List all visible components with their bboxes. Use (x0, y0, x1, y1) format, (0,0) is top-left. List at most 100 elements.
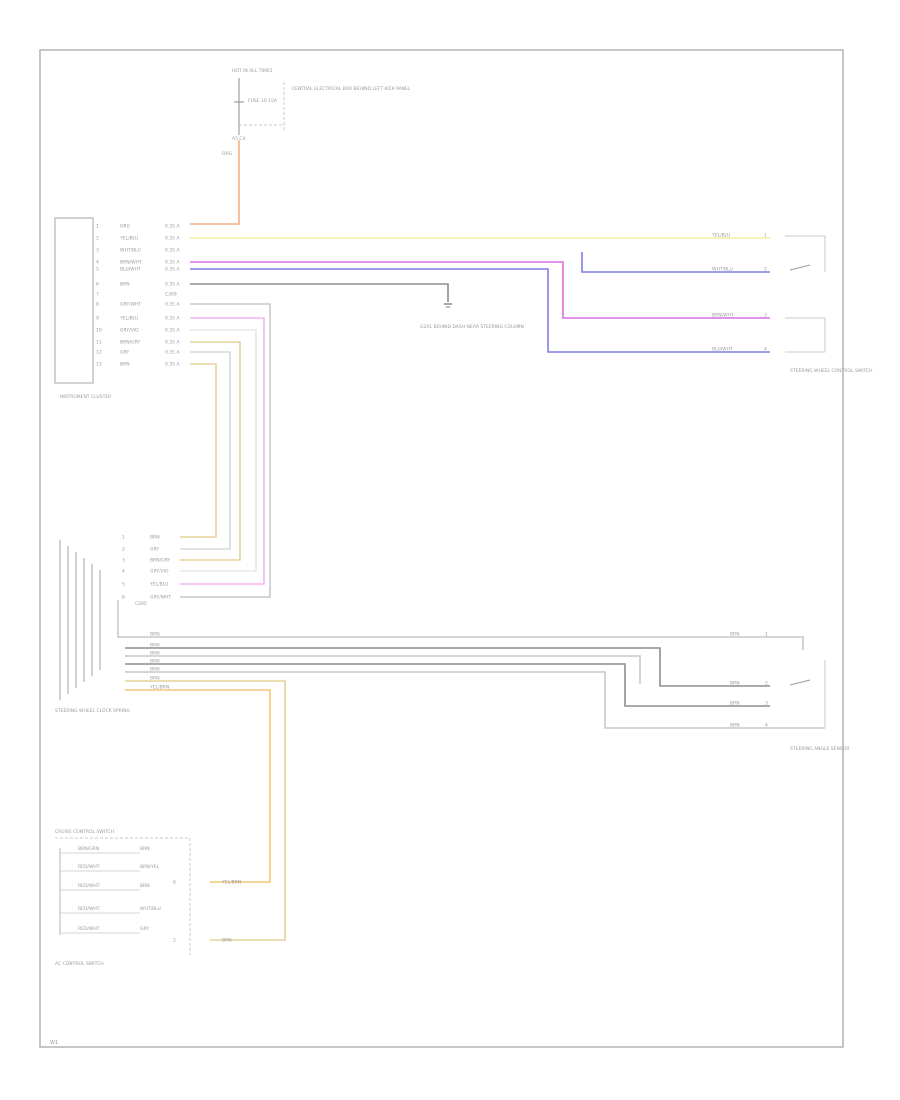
cluster-pin-color: ORG (120, 224, 131, 230)
clock-spring-label: STEERING WHEEL CLOCK SPRING (55, 708, 130, 714)
footer-label: W1 (50, 1040, 58, 1046)
fuse-side-label: CENTRAL ELECTRICAL BOX BEHIND LEFT KICK … (292, 86, 411, 92)
ac-out-color: YEL/BRN (221, 880, 241, 886)
cluster-pin-code: 0.35 A (165, 248, 180, 254)
cluster-pin-code: C309 (165, 292, 177, 298)
cluster-pin-code: 0.35 A (165, 316, 180, 322)
cluster-pin-number: 7 (96, 292, 99, 298)
right-top-pin: 2 (764, 267, 767, 273)
wire-blue (190, 268, 770, 353)
spring-pin-color: GRY/VIO (150, 569, 169, 575)
spring-pin-number: 5 (122, 582, 125, 588)
right-bottom-pin: 2 (765, 681, 768, 687)
wire-blue-2 (581, 252, 770, 273)
right-bottom-color: BRN (730, 701, 740, 707)
cluster-pin-number: 4 (96, 260, 99, 266)
cluster-label: INSTRUMENT CLUSTER (60, 394, 111, 400)
cluster-pin-color: WHT/BLU (120, 248, 141, 254)
right-top-color: BRN/WHT (712, 313, 734, 319)
fuse-connector-label: A5 C4 (232, 136, 246, 142)
spring-pin-number: 3 (122, 558, 125, 564)
wire-brown-sensor-2 (125, 647, 770, 687)
cluster-pin-code: 0.35 A (165, 340, 180, 346)
spring-lower-color: BRN (150, 659, 160, 665)
spring-lower-color: BRN (150, 676, 160, 682)
spring-pin-number: 2 (122, 547, 125, 553)
ac-row-left: RED/WHT (78, 883, 100, 889)
right-top-color: BLU/WHT (712, 347, 733, 353)
cluster-pin-code: 0.35 A (165, 302, 180, 308)
wire-brown-sensor-1 (117, 600, 804, 650)
wire-violet (190, 261, 770, 319)
right-bottom-color: BRN (730, 681, 740, 687)
spring-pin-number: 6 (122, 595, 125, 601)
cluster-pin-color: GRY/VIO (120, 328, 139, 334)
spring-pin-color: GRY (150, 547, 159, 553)
wire-brown-sensor-4 (125, 663, 770, 707)
wire-gray-ground (190, 283, 449, 302)
fuse-wire-label: ORG (222, 151, 233, 157)
cluster-pin-color: YEL/BLU (119, 316, 138, 322)
right-bottom-pin: 1 (765, 632, 768, 638)
fuse-top-label: HOT IN ALL TIMES (232, 68, 273, 74)
spring-lower-color: BRN (150, 667, 160, 673)
ac-row-right: WHT/BLU (140, 906, 161, 912)
ground-label: G201 BEHIND DASH NEAR STEERING COLUMN (420, 324, 524, 330)
ac-output-labels: 6 YEL/BRN 2 BRN (173, 880, 241, 944)
spring-pin-number: 1 (122, 535, 125, 541)
wire-brown (180, 363, 217, 538)
cluster-pin-number: 12 (96, 350, 102, 356)
cluster-pin-color: YEL/BLU (119, 236, 138, 242)
right-bottom-color: BRN (730, 632, 740, 638)
clock-spring: STEERING WHEEL CLOCK SPRING C205 (55, 540, 147, 714)
right-upper-switch: STEERING WHEEL CONTROL SWITCH (785, 235, 873, 374)
spring-lower-color: YEL/BRN (149, 685, 169, 691)
ac-out-color: BRN (222, 938, 232, 944)
cluster-pin-code: 0.35 A (165, 362, 180, 368)
cluster-pin-color: BRN/GRY (120, 340, 140, 346)
cluster-pin-number: 9 (96, 316, 99, 322)
cluster-pin-number: 13 (96, 362, 102, 368)
spring-pin-color: BRN/GRY (150, 558, 170, 564)
wire-brown-sensor-5 (125, 671, 825, 729)
ac-row-right: GRY (140, 926, 149, 932)
ac-row-left: BRN/GRN (78, 846, 99, 852)
wire-yellow-ac (125, 680, 286, 941)
right-top-pin: 1 (764, 233, 767, 239)
ac-out-pin: 6 (173, 880, 176, 886)
right-upper-switch-label: STEERING WHEEL CONTROL SWITCH (790, 368, 873, 374)
fuse-name-label: FUSE 10 15A (248, 98, 278, 104)
cluster-pin-number: 6 (96, 282, 99, 288)
cluster-pin-code: 0.35 A (165, 350, 180, 356)
cluster-pin-color: GRY (120, 350, 129, 356)
ac-row-left: RED/WHT (78, 906, 100, 912)
right-top-color: WHT/BLU (712, 267, 733, 273)
cluster-pin-number: 3 (96, 248, 99, 254)
wire-orange-feed (190, 140, 240, 225)
ac-switch-label: AC CONTROL SWITCH (55, 961, 104, 967)
cluster-pin-number: 11 (96, 340, 102, 346)
ac-row-right: BRN (140, 883, 150, 889)
cluster-pin-color: BRN (120, 282, 130, 288)
wire-gray-violet (180, 329, 257, 572)
right-bottom-color: BRN (730, 723, 740, 729)
spring-pin-color: BRN (150, 535, 160, 541)
right-bottom-pin: 4 (765, 723, 768, 729)
cruise-header-label: CRUISE CONTROL SWITCH (55, 829, 114, 835)
cluster-pin-number: 1 (96, 224, 99, 230)
ac-row-right: BRN (140, 846, 150, 852)
wire-brown-sensor-3 (125, 655, 641, 684)
ac-control-switch: CRUISE CONTROL SWITCH AC CONTROL SWITCH (55, 829, 191, 967)
wire-brown-gray (180, 341, 241, 561)
spring-pin-number: 4 (122, 569, 125, 575)
spring-lower-color: BRN (150, 651, 160, 657)
right-lower-sensor: STEERING ANGLE SENSOR (785, 636, 849, 752)
spring-lower-color: BRN (150, 643, 160, 649)
ac-row-left: RED/WHT (78, 864, 100, 870)
ac-out-pin: 2 (173, 938, 176, 944)
cluster-pin-color: BRN (120, 362, 130, 368)
diagram-frame (39, 49, 844, 1048)
